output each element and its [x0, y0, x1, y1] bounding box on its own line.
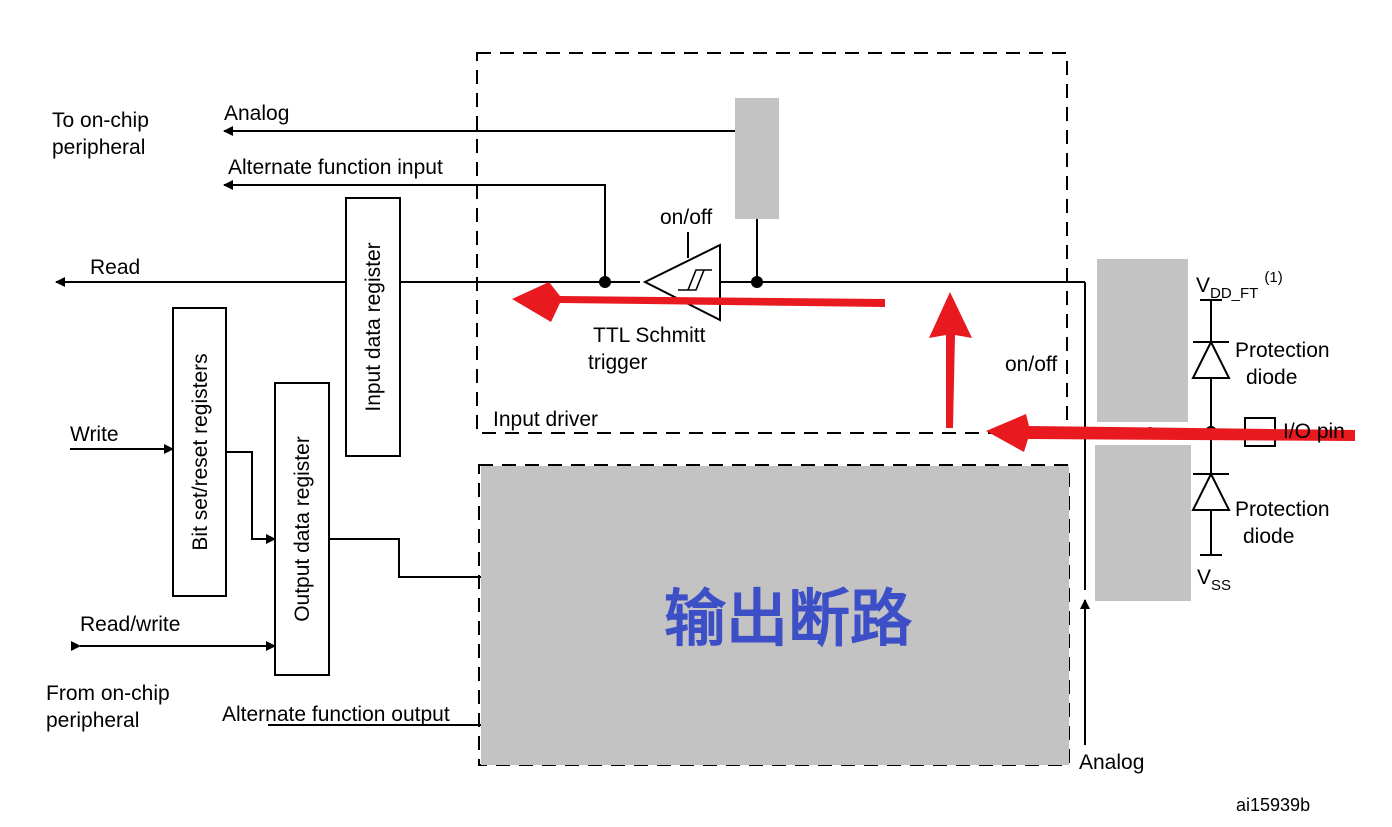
bit-set-reset-registers-label: Bit set/reset registers: [189, 353, 212, 550]
junction-dot: [599, 276, 611, 288]
alternate-function-input-label: Alternate function input: [228, 156, 443, 179]
from-on-chip-peripheral-label-2: peripheral: [46, 709, 139, 732]
on-off-pad-label: on/off: [1005, 353, 1057, 376]
input-driver-label: Input driver: [493, 408, 598, 431]
analog-bottom-label: Analog: [1079, 751, 1144, 774]
read-write-label: Read/write: [80, 613, 180, 636]
to-on-chip-peripheral-label-2: peripheral: [52, 136, 145, 159]
ttl-schmitt-label-2: trigger: [588, 351, 648, 374]
pad-block-bottom: [1095, 445, 1191, 601]
protection-diode-top-label-1: Protection: [1235, 339, 1330, 362]
protection-diode-top-label-2: diode: [1246, 366, 1297, 389]
odr-output-wire: [329, 538, 482, 578]
alternate-function-input-wire: [223, 180, 606, 282]
analog-switch-block: [735, 98, 779, 219]
hysteresis-icon: [678, 269, 712, 291]
schmitt-trigger-symbol: [642, 243, 721, 322]
red-arrow-left-pin: [986, 414, 1355, 452]
output-driver-overlay: [481, 466, 1069, 765]
red-arrow-left-top: [512, 282, 885, 322]
alternate-function-output-label: Alternate function output: [222, 703, 450, 726]
input-driver-boundary: [476, 52, 1068, 434]
protection-diode-bottom-label-1: Protection: [1235, 498, 1330, 521]
junction-dot: [751, 276, 763, 288]
protection-diode-bottom-label-2: diode: [1243, 525, 1294, 548]
io-pin-label: I/O pin: [1283, 420, 1345, 443]
vss-label: VSS: [1197, 566, 1231, 594]
figure-id-label: ai15939b: [1236, 795, 1310, 815]
on-off-schmitt-label: on/off: [660, 206, 712, 229]
write-label: Write: [70, 423, 119, 446]
vdd-label: VDD_FT(1): [1196, 269, 1283, 302]
from-on-chip-peripheral-label-1: From on-chip: [46, 682, 170, 705]
output-data-register-box: [274, 382, 330, 676]
bit-set-reset-registers-box: [172, 307, 227, 597]
bsrr-to-odr-wire: [226, 451, 276, 544]
pad-block-top: [1097, 259, 1188, 422]
to-on-chip-peripheral-label-1: To on-chip: [52, 109, 149, 132]
ttl-schmitt-label-1: TTL Schmitt: [593, 324, 706, 347]
input-data-register-label: Input data register: [362, 242, 385, 411]
output-overlay-text: 输出断路: [664, 582, 913, 655]
protection-diode-top-icon: [1191, 339, 1231, 379]
analog-top-label: Analog: [224, 102, 289, 125]
input-data-register-box: [345, 197, 401, 457]
read-label: Read: [90, 256, 140, 279]
output-data-register-label: Output data register: [291, 436, 314, 622]
red-arrow-up: [929, 292, 972, 428]
protection-diode-bottom-icon: [1191, 471, 1231, 511]
